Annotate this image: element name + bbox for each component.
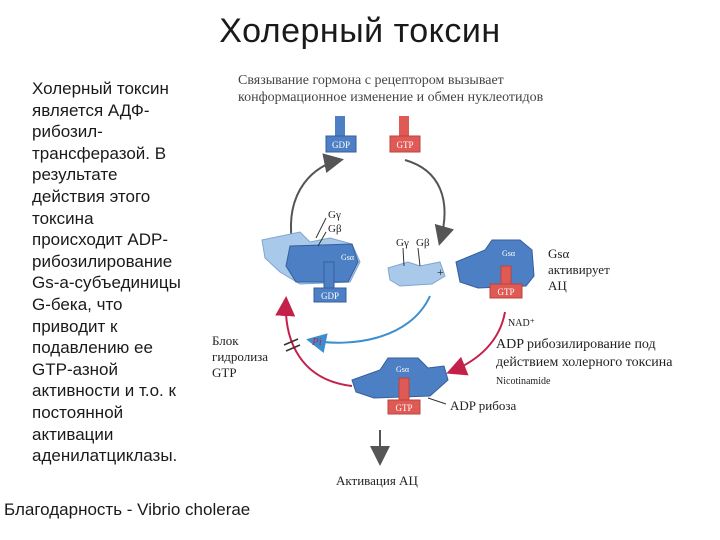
block-label-1: Блок xyxy=(212,333,239,348)
free-gdp: GDP xyxy=(325,116,357,153)
description-line: действия этого xyxy=(32,186,151,206)
description-line: Gs-a-субъединицы xyxy=(32,273,181,293)
free-gtp: GTP xyxy=(389,116,421,153)
svg-text:Gsα: Gsα xyxy=(502,249,516,258)
cholera-toxin-diagram: Связывание гормона с рецептором вызывает… xyxy=(212,73,673,488)
block-label-3: GTP xyxy=(212,365,237,380)
activation-label: Активация АЦ xyxy=(336,473,418,488)
description-line: GTP-азной xyxy=(32,359,119,379)
description-line: приводит к xyxy=(32,316,118,336)
description-line: рибозил- xyxy=(32,122,103,142)
description-line: G-бека, что xyxy=(32,294,123,314)
pi-label: Pi xyxy=(311,336,322,348)
description-line: подавлению ее xyxy=(32,338,153,358)
svg-text:Gβ: Gβ xyxy=(416,237,430,249)
adp-ribosylation-label-1: ADP рибозилирование под xyxy=(496,337,656,352)
gs-alpha-active: GTP Gsα xyxy=(455,239,535,299)
credit-text: Благодарность - Vibrio cholerae xyxy=(4,500,251,519)
description-line: результате xyxy=(32,165,118,185)
gs-alpha-adp-ribosylated: GTP Gsα xyxy=(351,357,449,415)
blocked-hydrolysis-arrow xyxy=(275,296,353,387)
gsa-activates-label-3: АЦ xyxy=(548,278,567,293)
svg-text:+: + xyxy=(437,265,444,279)
description-text: Холерный токсин является АДФ- рибозил- т… xyxy=(32,78,214,467)
diagram-header-line2: конформационное изменение и обмен нуклео… xyxy=(238,90,544,105)
svg-text:Gβ: Gβ xyxy=(328,223,342,235)
svg-text:Gγ: Gγ xyxy=(328,209,341,221)
slide-title: Холерный токсин xyxy=(219,12,501,50)
block-mark-1 xyxy=(283,338,299,346)
block-label-2: гидролиза xyxy=(212,349,268,364)
adp-ribosylation-label-2: действием холерного токсина xyxy=(496,355,673,370)
description-line: активации xyxy=(32,424,114,444)
gdp-release-arrow xyxy=(289,153,344,243)
description-line: Холерный токсин xyxy=(32,79,169,98)
svg-text:Gsα: Gsα xyxy=(396,365,410,374)
description-line: постоянной xyxy=(32,402,124,422)
g-beta-gamma-free: Gγ Gβ + xyxy=(387,237,446,287)
adp-ribose-pointer xyxy=(427,397,447,405)
description-line: является АДФ- xyxy=(32,100,150,120)
nicotinamide-label: Nicotinamide xyxy=(496,376,551,387)
svg-text:GDP: GDP xyxy=(321,291,339,301)
svg-text:GTP: GTP xyxy=(396,140,413,150)
g-protein-inactive: GDP Gsα Gγ Gβ xyxy=(261,209,361,303)
gsa-activates-label-1: Gsα xyxy=(548,246,569,261)
adp-ribose-label: ADP рибоза xyxy=(450,398,516,413)
description-line: происходит ADP- xyxy=(32,230,169,250)
gtp-binding-arrow xyxy=(404,159,455,246)
svg-text:Gsα: Gsα xyxy=(341,253,355,262)
description-line: токсина xyxy=(32,208,94,228)
svg-text:GTP: GTP xyxy=(395,403,412,413)
svg-text:GDP: GDP xyxy=(332,140,350,150)
adp-ribosylation-arrow xyxy=(446,311,506,376)
gsa-activates-label-2: активирует xyxy=(548,262,610,277)
description-line: трансферазой. В xyxy=(32,143,167,163)
description-line: рибозилирование xyxy=(32,251,173,271)
description-line: активности и т.о. к xyxy=(32,381,176,401)
diagram-header-line1: Связывание гормона с рецептором вызывает xyxy=(238,73,504,88)
svg-text:GTP: GTP xyxy=(497,287,514,297)
gtp-hydrolysis-arrow xyxy=(306,295,431,353)
block-mark-2 xyxy=(285,344,301,352)
svg-text:Gγ: Gγ xyxy=(396,237,409,249)
description-line: аденилатциклазы. xyxy=(32,446,178,466)
nad-label: NAD⁺ xyxy=(508,318,535,329)
